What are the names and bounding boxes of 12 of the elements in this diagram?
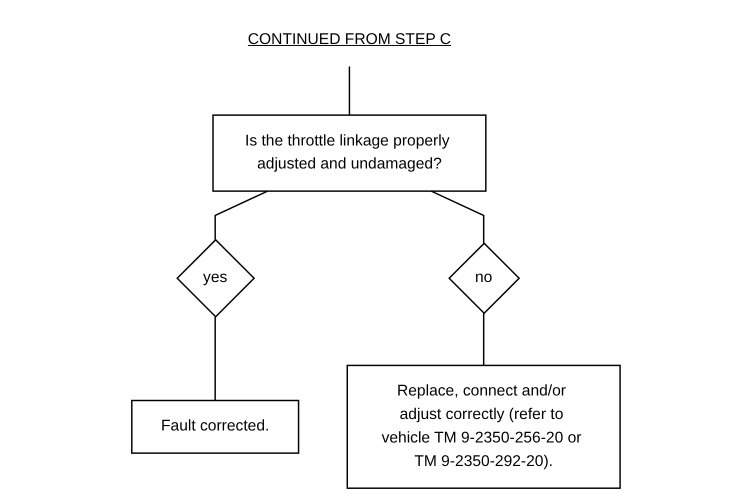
flowchart: CONTINUED FROM STEP C Is the throttle linkage properly adjusted and undamaged? yes no Replace, connect and/or adjust correctly (refer to vehicle TM 9-2350-256-20 or TM 9-2350-292-20). Fault corrected. bbox=[124, 6, 628, 496]
connector bbox=[348, 66, 350, 116]
node-box bbox=[131, 400, 300, 454]
connector bbox=[214, 190, 268, 240]
node-box bbox=[212, 114, 487, 192]
node-diamond bbox=[448, 242, 520, 314]
connector bbox=[214, 316, 216, 400]
node-diamond bbox=[176, 238, 256, 318]
node-box bbox=[346, 364, 621, 489]
connector bbox=[430, 190, 484, 244]
connector bbox=[483, 313, 484, 366]
node-text: CONTINUED FROM STEP C bbox=[248, 31, 452, 48]
